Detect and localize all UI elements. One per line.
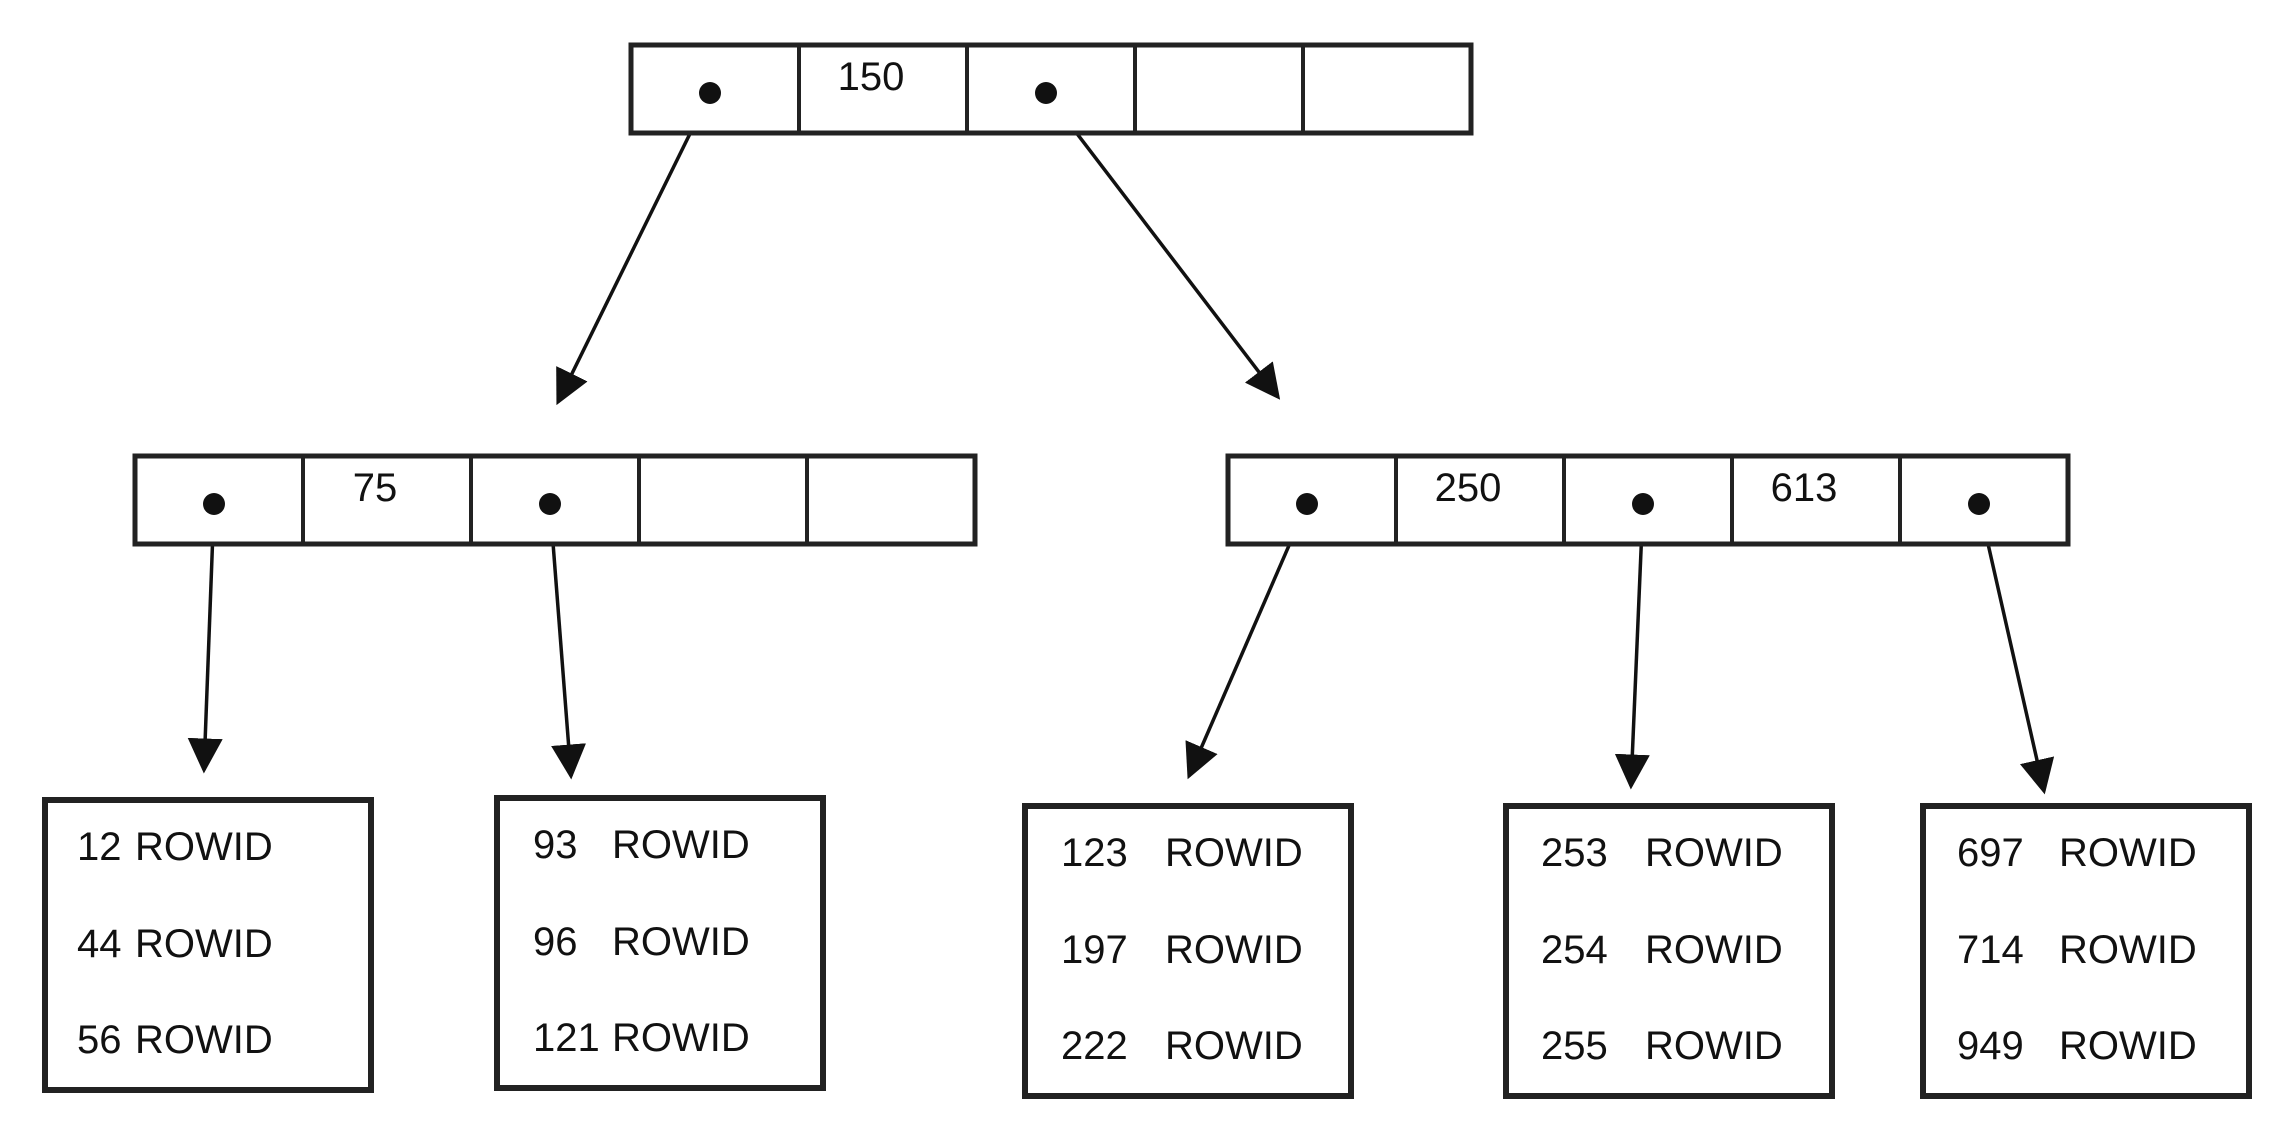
leaf-rowid-label: ROWID — [2059, 831, 2197, 875]
leaf-key: 44 — [77, 922, 122, 966]
leaf-key: 56 — [77, 1018, 122, 1062]
leaf-key: 253 — [1541, 831, 1608, 875]
leaf-rowid-label: ROWID — [135, 1018, 273, 1062]
right-internal-pointer-dot — [1632, 493, 1654, 515]
leaf-block-frame — [1022, 803, 1354, 1099]
leaf-key: 697 — [1957, 831, 2024, 875]
leaf-key: 714 — [1957, 928, 2024, 972]
left-internal-key: 75 — [353, 466, 398, 510]
leaf-key: 949 — [1957, 1024, 2024, 1068]
right-internal-key: 250 — [1435, 466, 1502, 510]
left-internal-pointer-dot — [539, 493, 561, 515]
leaf-block-frame — [1503, 803, 1835, 1099]
leaf-rowid-label: ROWID — [135, 825, 273, 869]
leaf-rowid-label: ROWID — [1645, 831, 1783, 875]
pointer-arrow — [1614, 503, 1650, 790]
leaf-rowid-label: ROWID — [612, 920, 750, 964]
left-internal-node: 75 — [132, 453, 978, 547]
leaf-block-frame — [42, 797, 374, 1093]
right-internal-key: 613 — [1771, 466, 1838, 510]
root-pointer-dot — [699, 82, 721, 104]
leaf-key: 255 — [1541, 1024, 1608, 1068]
pointer-arrow — [548, 503, 587, 780]
pointer-arrows — [187, 91, 2055, 795]
pointer-arrow — [1044, 91, 1281, 400]
leaf-rowid-label: ROWID — [612, 823, 750, 867]
leaf-key: 96 — [533, 920, 578, 964]
leaf-key: 123 — [1061, 831, 1128, 875]
leaf-rowid-label: ROWID — [1165, 1024, 1303, 1068]
right-internal-node-frame — [1225, 453, 2071, 547]
pointer-arrow — [1185, 503, 1309, 780]
leaf-block-frame — [1920, 803, 2252, 1099]
leaf-key: 93 — [533, 823, 578, 867]
leaf-rowid-label: ROWID — [2059, 1024, 2197, 1068]
root-key: 150 — [838, 55, 905, 99]
leaf-rowid-label: ROWID — [2059, 928, 2197, 972]
leaf-rowid-label: ROWID — [1165, 831, 1303, 875]
right-internal-pointer-dot — [1296, 493, 1318, 515]
root-node: 150 — [628, 42, 1474, 136]
tree-nodes: 150 75 250 613 — [132, 42, 2071, 547]
leaf-key: 197 — [1061, 928, 1128, 972]
leaf-rowid-label: ROWID — [1165, 928, 1303, 972]
leaf-key: 222 — [1061, 1024, 1128, 1068]
pointer-arrow — [187, 503, 223, 774]
leaf-rowid-label: ROWID — [135, 922, 273, 966]
pointer-arrow — [556, 92, 712, 406]
leaf-block-frame — [494, 795, 826, 1091]
leaf-key: 121 — [533, 1016, 600, 1060]
leaf-key: 254 — [1541, 928, 1608, 972]
root-pointer-dot — [1035, 82, 1057, 104]
left-internal-pointer-dot — [203, 493, 225, 515]
leaf-key: 12 — [77, 825, 122, 869]
right-internal-node: 250 613 — [1225, 453, 2071, 547]
pointer-arrow — [1977, 503, 2055, 795]
leaf-rowid-label: ROWID — [1645, 1024, 1783, 1068]
right-internal-pointer-dot — [1968, 493, 1990, 515]
leaf-rowid-label: ROWID — [612, 1016, 750, 1060]
leaf-rowid-label: ROWID — [1645, 928, 1783, 972]
